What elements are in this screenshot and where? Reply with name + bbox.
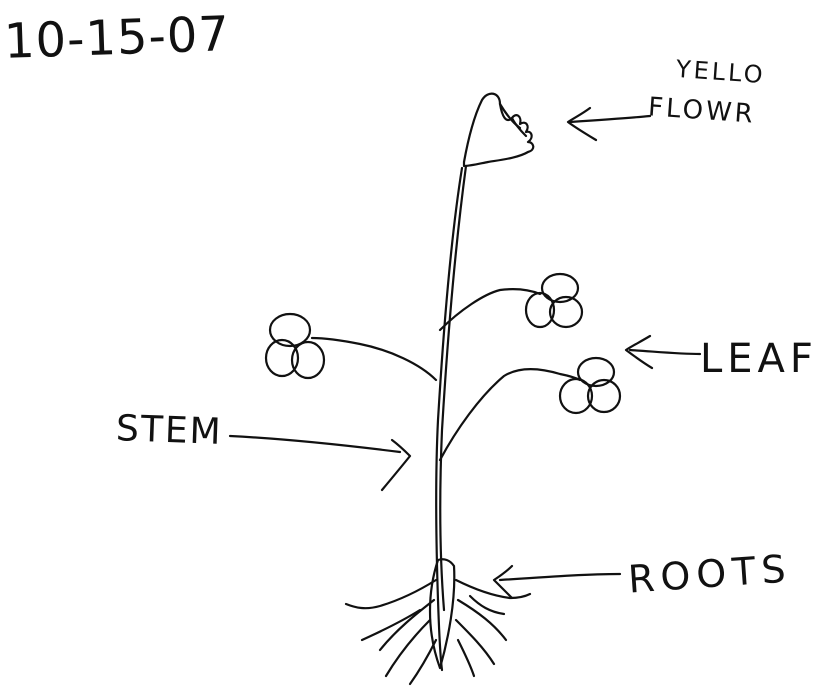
arrow-leaf: [624, 334, 702, 370]
stem-line-2: [439, 164, 468, 612]
arrow-stem: [228, 434, 412, 492]
roots-shape: [344, 558, 532, 686]
arrow-flower: [566, 106, 652, 142]
leaf-lower-right: [558, 356, 622, 415]
arrow-roots: [492, 564, 622, 600]
leaf-label: LEAF: [700, 336, 817, 382]
stem-label: STEM: [115, 408, 224, 453]
branch-left: [310, 336, 438, 382]
leaf-upper-right: [524, 272, 584, 329]
branch-lower-right: [438, 367, 582, 462]
stem-line: [435, 166, 464, 672]
branch-upper-right: [438, 288, 542, 332]
leaf-left: [264, 312, 326, 380]
flower-shape: [462, 92, 535, 168]
date-label: 10-15-07: [3, 6, 231, 70]
